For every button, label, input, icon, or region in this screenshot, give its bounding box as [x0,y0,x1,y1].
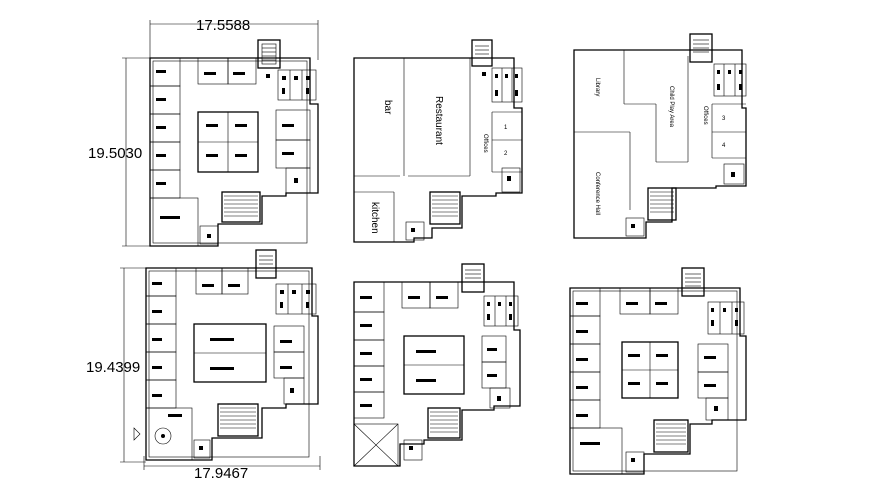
plan-1-width-dimension: 17.5588 [196,17,250,34]
plan-6-inner-wall [572,290,738,472]
plan-6-outer-wall [569,287,747,475]
dimension-lines-plan-4 [120,267,321,470]
plan-5-right-rooms [481,335,511,409]
plan-6-top-rooms [619,287,679,315]
room-label-kitchen: kitchen [369,202,380,234]
plan-3-bottom-stair [625,163,745,237]
plan-2-partitions [354,58,522,242]
plan-1-height-dimension: 19.5030 [88,145,142,162]
room-label-conference-hall: Conference Hall [594,172,600,215]
plan-5-stair-tower [461,263,485,293]
plan-6-central-block [621,341,679,399]
plan-1-toilet-block [266,69,317,101]
plan-3-outer-wall [573,49,747,239]
floor-plan-2: bar Restaurant kitchen Offices 1 2 [353,39,523,243]
plan-5-top-rooms [401,281,459,309]
plan-5-left-rooms [353,281,399,467]
plan-3-toilet-block [713,63,747,97]
plan-1-outer-wall [149,57,319,247]
dimension-lines-plan-1 [122,20,319,247]
room-label-restaurant: Restaurant [433,96,444,145]
plan-5-central-block [403,335,465,395]
plan-4-stair-tower [255,249,277,279]
office-number-3: 3 [722,116,726,122]
room-label-offices-plan-3: Offices [702,106,708,125]
plan-5-bottom-stair [403,407,461,461]
floor-plan-5 [353,263,521,467]
plan-5-outer-wall [353,281,521,467]
plan-6-bottom-stair [625,419,689,473]
plan-2-toilet-block [482,67,523,103]
plan-6-stair-tower [681,267,705,297]
office-number-1: 1 [504,125,508,131]
floor-plan-6 [569,267,747,475]
plan-4-inner-wall [148,270,310,458]
plan-3-partitions [574,50,746,210]
plan-2-outer-wall [353,57,523,243]
plan-4-height-dimension: 19.4399 [86,359,140,376]
plan-4-toilet-block [275,283,317,315]
room-label-library: Library [594,78,600,96]
floor-plan-1: 17.5588 19.5030 [88,17,319,247]
floor-plan-3: Library Child Play Area Offices Conferen… [573,33,747,239]
plan-1-right-rooms [275,109,311,194]
plan-4-right-rooms [273,325,305,405]
room-label-bar: bar [382,100,393,115]
plan-1-stair-tower [257,39,281,69]
room-label-child-play-area: Child Play Area [668,86,674,128]
plan-3-stair-tower [689,33,713,63]
plan-1-top-rooms [197,57,257,85]
plan-4-top-rooms [195,267,249,295]
plan-4-left-rooms [133,267,193,461]
plan-1-left-rooms [149,57,199,247]
plan-2-bottom-stair [405,167,521,241]
office-number-4: 4 [722,143,726,149]
plan-4-bottom-stair [193,403,259,459]
plan-6-toilet-block [707,301,745,335]
plan-6-right-rooms [697,343,729,421]
plan-1-bottom-stair [199,191,261,245]
plan-5-toilet-block [483,295,519,327]
plan-1-inner-wall [152,60,308,244]
plan-4-width-dimension: 17.9467 [194,465,248,482]
office-number-2: 2 [504,151,508,157]
room-label-offices-plan-2: Offices [482,134,488,153]
plan-4-outer-wall [145,267,319,461]
plan-4-central-block [193,323,267,383]
plan-6-left-rooms [569,287,623,475]
floor-plan-4: 19.4399 17.9467 [86,249,321,482]
plan-2-stair-tower [471,39,493,67]
plan-1-central-block [197,111,259,173]
